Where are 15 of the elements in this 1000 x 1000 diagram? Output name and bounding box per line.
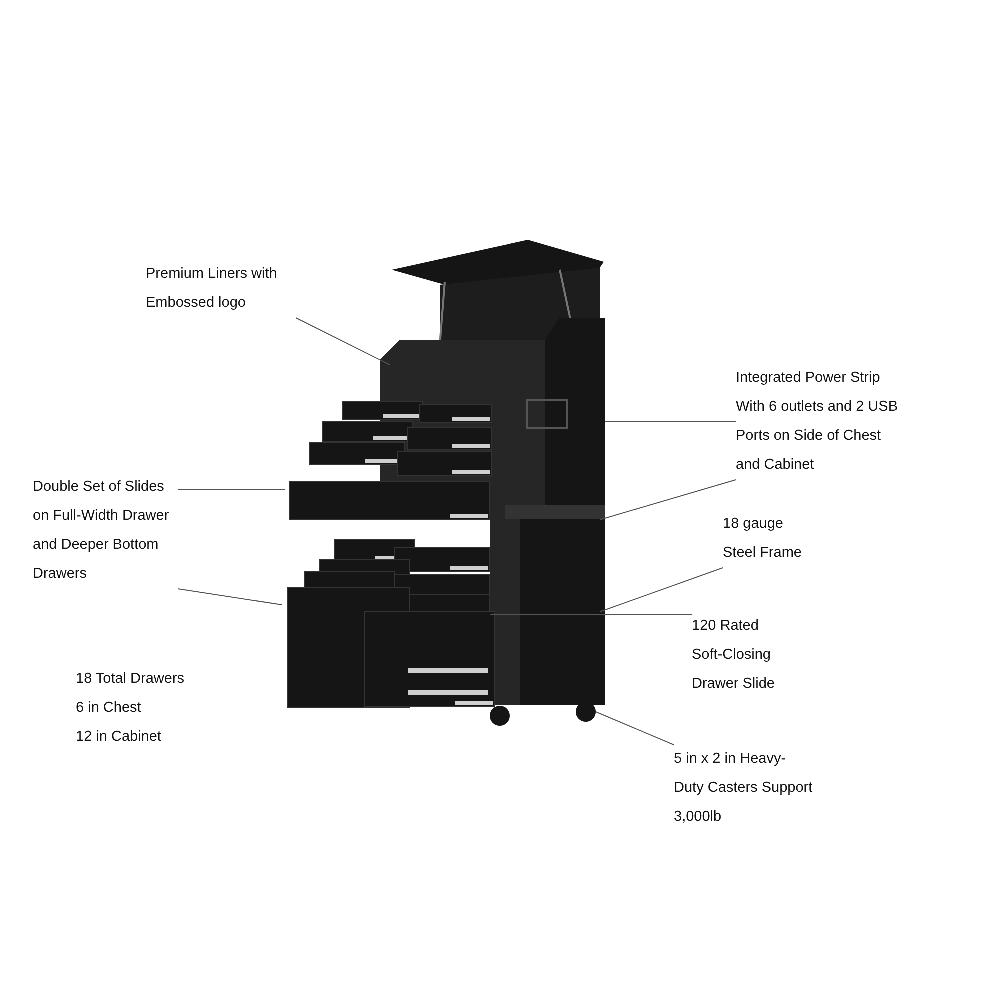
leader-line xyxy=(600,480,736,520)
leader-line xyxy=(178,588,282,606)
callout-text: 5 in x 2 in Heavy-Duty Casters Support 3,000lb xyxy=(674,745,814,832)
callout-text: Premium Liners with Embossed logo xyxy=(146,260,296,318)
callout-text: 18 gauge Steel Frame xyxy=(723,510,813,568)
callout-text: Double Set of Slides on Full-Width Drawer and Deeper Bottom Drawers xyxy=(33,473,178,589)
feature-note: 12 in Cabinet xyxy=(76,728,162,747)
leader-line xyxy=(296,318,390,366)
leader-line xyxy=(490,614,692,616)
callout-text: 120 Rated Soft-Closing Drawer Slide xyxy=(692,612,787,699)
feature-note: 18 Total Drawers xyxy=(76,670,185,689)
callout-text: Integrated Power Strip With 6 outlets and 2 USB Ports on Side of Chest and Cabinet xyxy=(736,364,908,480)
leader-line xyxy=(600,568,724,612)
leader-line xyxy=(596,712,674,746)
feature-note: 6 in Chest xyxy=(76,699,142,718)
